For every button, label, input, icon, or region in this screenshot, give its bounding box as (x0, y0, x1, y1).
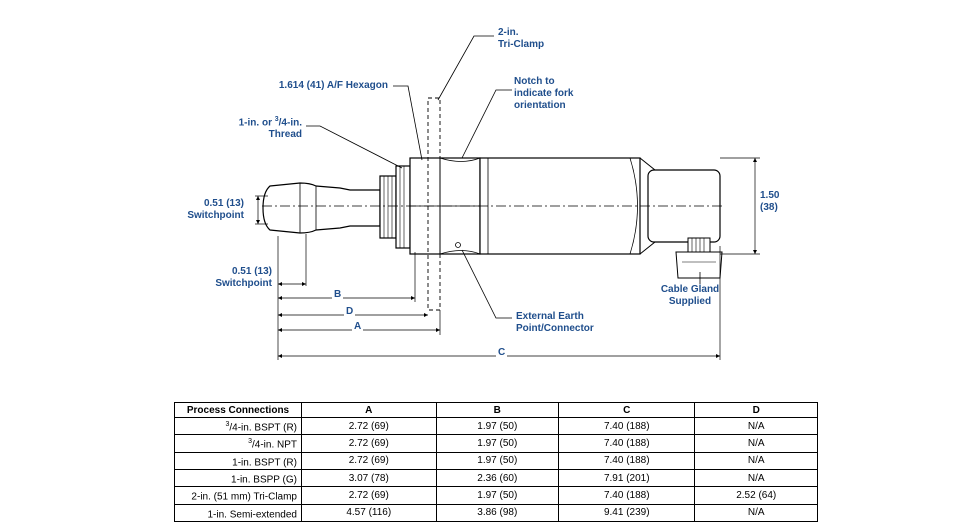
fork-tine (262, 182, 381, 234)
cell-b: 1.97 (50) (435, 451, 560, 470)
cell-c: 7.40 (188) (558, 451, 696, 470)
header-process-connections: Process Connections (174, 402, 302, 418)
header-b: B (435, 402, 560, 418)
cell-connection: 1-in. BSPP (G) (174, 468, 302, 488)
cell-d: N/A (694, 434, 818, 453)
cell-c: 7.91 (201) (558, 468, 696, 488)
cell-connection: 1-in. Semi-extended (174, 503, 302, 522)
cell-d: N/A (694, 416, 818, 436)
notch-label: Notch to indicate fork orientation (514, 76, 574, 111)
cell-a: 2.72 (69) (301, 486, 437, 505)
cable-gland (675, 237, 723, 279)
cell-c: 9.41 (239) (558, 503, 696, 522)
cell-a: 2.72 (69) (301, 434, 437, 453)
cell-c: 7.40 (188) (558, 486, 696, 505)
cell-b: 1.97 (50) (435, 416, 560, 436)
cell-d: N/A (694, 468, 818, 488)
table-row: 3/4-in. BSPT (R) 2.72 (69) 1.97 (50) 7.4… (174, 416, 818, 436)
cell-a: 2.72 (69) (301, 451, 437, 470)
cell-b: 1.97 (50) (435, 486, 560, 505)
dim-a-label: A (352, 321, 364, 333)
table-row: 2-in. (51 mm) Tri-Clamp 2.72 (69) 1.97 (… (174, 486, 818, 505)
table-row: 1-in. Semi-extended 4.57 (116) 3.86 (98)… (174, 503, 818, 522)
triclamp-label: 2-in. Tri-Clamp (498, 27, 545, 50)
earth-label: External Earth Point/Connector (516, 311, 594, 334)
header-c: C (558, 402, 696, 418)
cell-c: 7.40 (188) (558, 416, 696, 436)
table-row: 3/4-in. NPT 2.72 (69) 1.97 (50) 7.40 (18… (174, 434, 818, 453)
dimensions-table: Process Connections A B C D 3/4-in. BSPT… (174, 402, 818, 522)
table-header-row: Process Connections A B C D (174, 402, 818, 418)
hexagon-label: 1.614 (41) A/F Hexagon (278, 80, 388, 91)
cable-gland-label: Cable Gland Supplied (660, 284, 720, 307)
earth-point (455, 242, 461, 248)
cell-d: 2.52 (64) (694, 486, 818, 505)
cell-a: 3.07 (78) (301, 468, 437, 488)
table-row: 1-in. BSPP (G) 3.07 (78) 2.36 (60) 7.91 … (174, 468, 818, 488)
thread-label: 1-in. or 3/4-in. Thread (238, 116, 302, 141)
cell-connection: 3/4-in. BSPT (R) (174, 416, 302, 436)
cell-c: 7.40 (188) (558, 434, 696, 453)
dimension-drawing (255, 35, 760, 360)
dim-d-label: D (344, 306, 356, 318)
cell-b: 2.36 (60) (435, 468, 560, 488)
cell-a: 4.57 (116) (301, 503, 437, 522)
height-label: 1.50 (38) (760, 190, 780, 213)
cell-a: 2.72 (69) (301, 416, 437, 436)
dim-b-label: B (332, 289, 344, 301)
switchpoint-horizontal-label: 0.51 (13) Switchpoint (215, 266, 272, 289)
table-row: 1-in. BSPT (R) 2.72 (69) 1.97 (50) 7.40 … (174, 451, 818, 470)
cell-connection: 1-in. BSPT (R) (174, 451, 302, 470)
cell-b: 3.86 (98) (435, 503, 560, 522)
cell-b: 1.97 (50) (435, 434, 560, 453)
cell-d: N/A (694, 451, 818, 470)
cell-connection: 3/4-in. NPT (174, 434, 302, 453)
header-a: A (301, 402, 437, 418)
dim-c-label: C (496, 347, 508, 359)
cell-connection: 2-in. (51 mm) Tri-Clamp (174, 486, 302, 505)
switchpoint-vertical-label: 0.51 (13) Switchpoint (187, 198, 244, 221)
header-d: D (694, 402, 818, 418)
cell-d: N/A (694, 503, 818, 522)
